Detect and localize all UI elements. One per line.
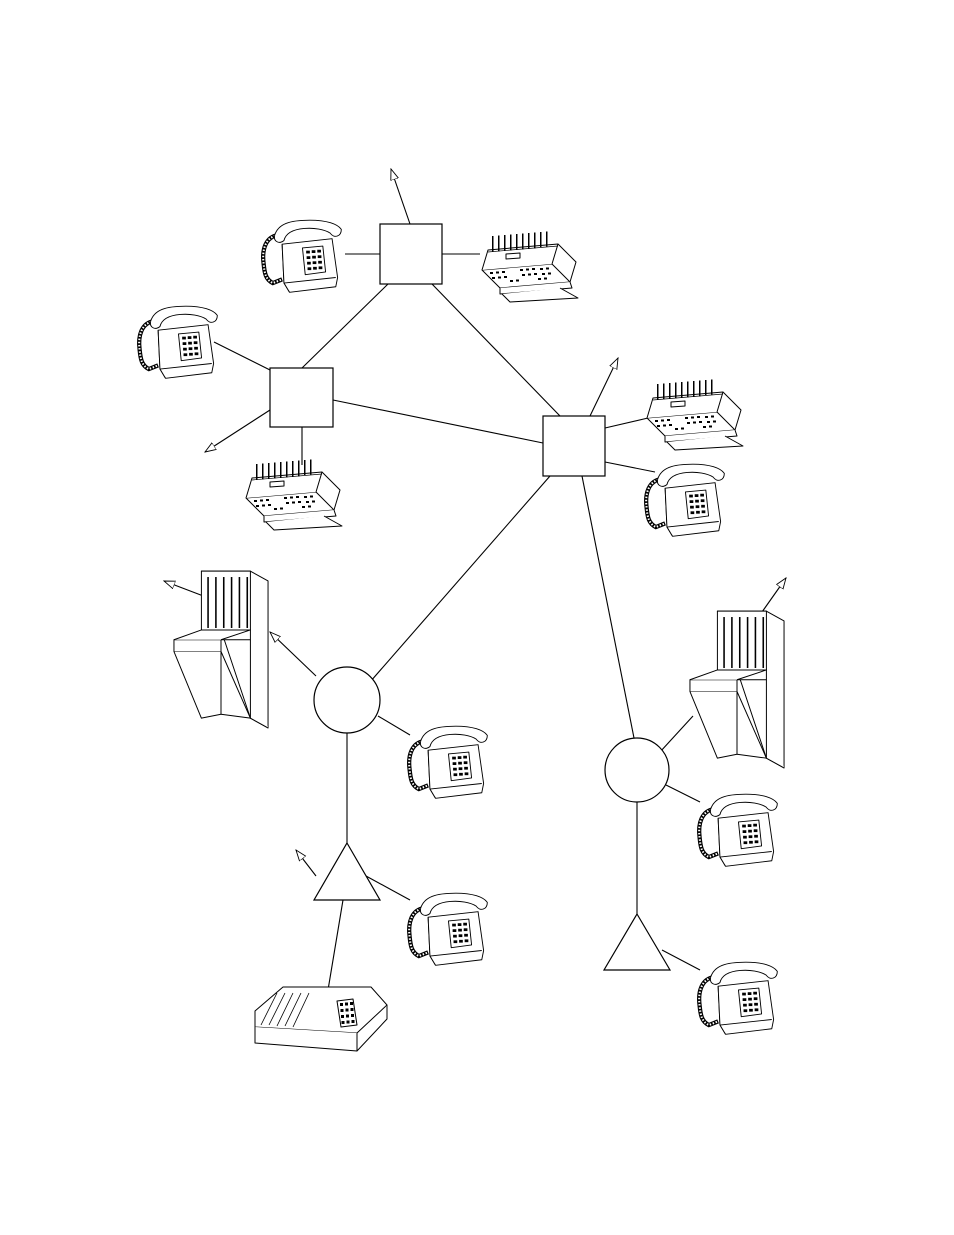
telephone-icon	[139, 306, 217, 378]
data-terminal-icon	[255, 987, 387, 1051]
switch-right	[543, 416, 605, 476]
switch-left	[270, 368, 333, 427]
device-connections	[214, 254, 700, 990]
telephone-icon	[699, 962, 777, 1034]
trunk-arrow	[391, 169, 410, 224]
trunk-arrow	[590, 358, 618, 416]
attendant-console-icon	[647, 380, 743, 451]
trunk-arrow	[270, 632, 316, 676]
telephone-icon	[263, 220, 341, 292]
trunk-arrow	[762, 578, 786, 612]
telephone-icon	[409, 726, 487, 798]
hub-left	[314, 667, 380, 733]
trunk-arrow	[164, 581, 206, 597]
link-left-right	[333, 400, 543, 443]
switchboard-cabinet-icon	[174, 571, 268, 728]
concentrator-left	[314, 843, 380, 900]
hub-right	[605, 738, 669, 802]
links	[302, 284, 637, 914]
telephone-icon	[646, 464, 724, 536]
attendant-console-icon	[246, 460, 342, 531]
link-right-hub-left	[370, 476, 550, 682]
link-top-right	[432, 284, 560, 416]
telephone-icon	[699, 794, 777, 866]
switch-top	[380, 224, 442, 284]
attendant-console-icon	[482, 232, 578, 303]
trunk-arrow	[296, 850, 316, 876]
link-right-hub-right	[582, 476, 634, 738]
link-top-left	[302, 284, 388, 368]
telephone-icon	[409, 893, 487, 965]
concentrator-right	[604, 914, 670, 970]
trunk-arrow	[205, 410, 270, 452]
switchboard-cabinet-icon	[690, 611, 784, 768]
